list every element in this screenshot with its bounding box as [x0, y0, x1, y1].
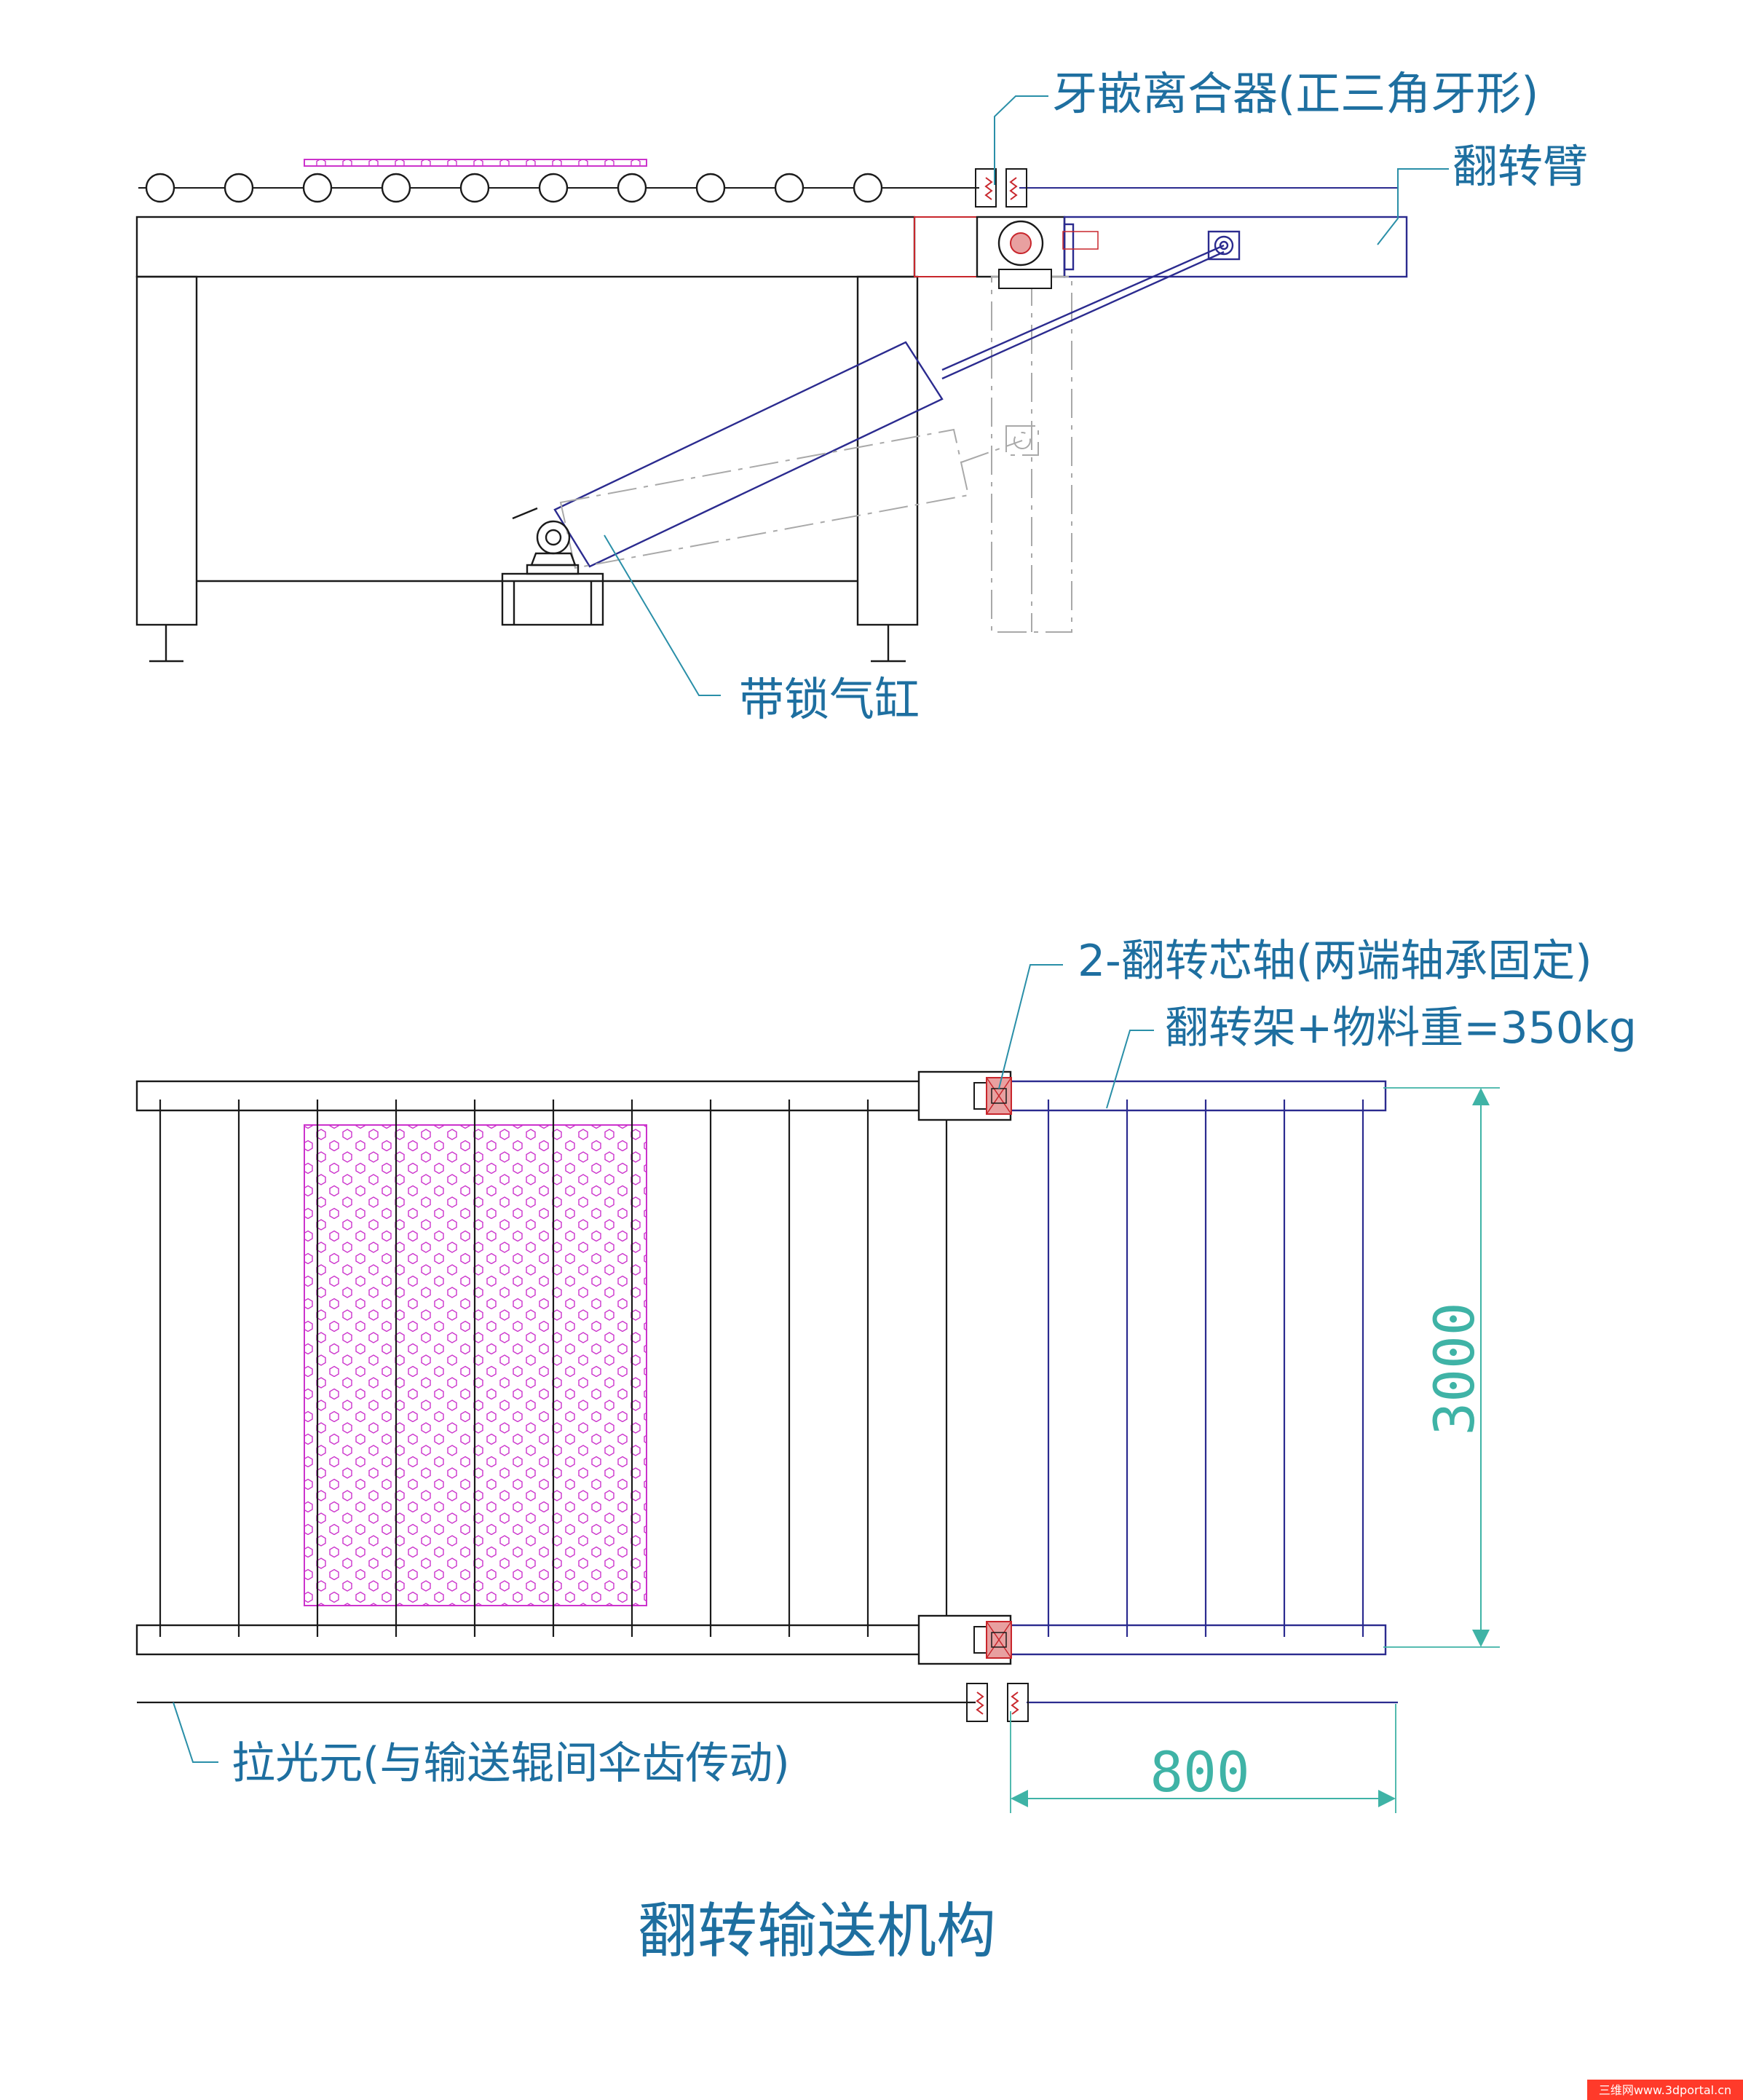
top-rollers-left — [159, 1100, 948, 1637]
dimension-height-value: 3000 — [1422, 1302, 1487, 1435]
watermark: 三维网www.3dportal.cn — [1587, 2080, 1743, 2100]
roller — [617, 173, 647, 203]
dimension-width: 800 — [1010, 1704, 1396, 1813]
side-view — [135, 159, 1408, 663]
flip-arm — [1063, 216, 1408, 278]
dog-clutch-top — [966, 1683, 1029, 1722]
label-locking-cylinder: 带锁气缸 — [739, 673, 920, 726]
roller — [224, 173, 254, 203]
frame-end-red — [914, 216, 978, 277]
label-frame-weight: 翻转架+物料重=350kg — [1165, 1003, 1637, 1054]
top-view — [135, 1070, 1398, 1722]
label-dog-clutch: 牙嵌离合器(正三角牙形) — [1052, 67, 1538, 120]
label-flip-shaft: 2-翻转芯轴(两端轴承固定) — [1078, 936, 1592, 987]
label-flip-arm: 翻转臂 — [1452, 140, 1588, 193]
locking-cylinder — [553, 244, 1225, 568]
roller — [774, 173, 805, 203]
roller — [853, 173, 883, 203]
top-rollers-right — [1047, 1100, 1364, 1637]
roller — [145, 173, 175, 203]
pivot-shaft-bottom — [917, 1614, 1012, 1665]
top-rails-arm — [1009, 1080, 1387, 1656]
roller — [381, 173, 411, 203]
drawing-title: 翻转输送机构 — [638, 1897, 996, 1966]
top-view-annotations: 2-翻转芯轴(两端轴承固定) 翻转架+物料重=350kg 拉光元(与输送辊间伞齿… — [173, 936, 1637, 1789]
pivot-bearing-inner — [1010, 232, 1032, 254]
dimension-height: 3000 — [1383, 1087, 1500, 1648]
side-view-annotations: 牙嵌离合器(正三角牙形) 翻转臂 带锁气缸 — [604, 67, 1588, 726]
material-sheet — [304, 159, 647, 167]
cylinder-mount — [501, 507, 604, 626]
roller — [459, 173, 490, 203]
rollers — [145, 173, 883, 203]
locking-cylinder-phantom — [559, 428, 1023, 569]
roller — [538, 173, 569, 203]
watermark-text: 三维网www.3dportal.cn — [1599, 2083, 1731, 2097]
roller — [302, 173, 333, 203]
label-drive-axle: 拉光元(与输送辊间伞齿传动) — [232, 1738, 790, 1789]
pivot-shaft-top — [917, 1070, 1012, 1121]
side-frame — [135, 216, 919, 663]
dimension-width-value: 800 — [1150, 1740, 1249, 1804]
dog-clutch-side — [975, 168, 1027, 208]
phantom-bearing-cover — [998, 269, 1052, 289]
roller — [695, 173, 726, 203]
arm-clamp — [1062, 231, 1099, 250]
